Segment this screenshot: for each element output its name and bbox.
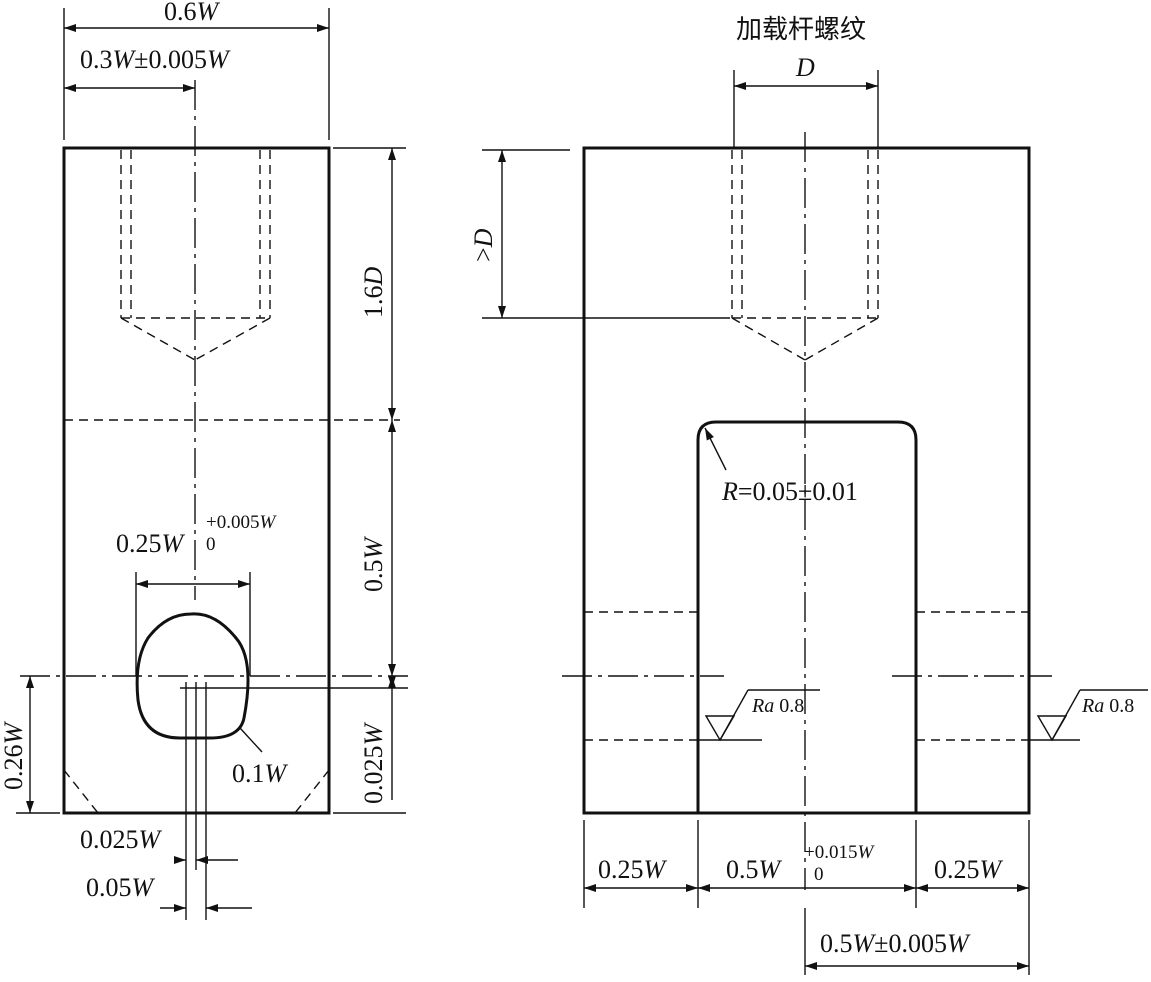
- radius-note-text: R=0.05±0.01: [721, 477, 858, 506]
- dim-slot-width-text: 0.5W: [726, 855, 783, 884]
- thread-title: 加载杆螺纹: [736, 15, 866, 45]
- radius-0.1w-text: 0.1W: [232, 759, 289, 788]
- right-threaded-hole-hidden: [731, 150, 879, 361]
- roughness-symbol-left: Ra 0.8: [704, 689, 820, 742]
- dim-side-left-text: 0.25W: [598, 855, 668, 884]
- radius-leader: [704, 427, 727, 471]
- dim-notch-width-tol-upper: +0.005W: [206, 512, 277, 533]
- right-slot-profile: [696, 420, 918, 813]
- right-view: 加载杆螺纹 D >D R=0.05±0.01: [469, 15, 1148, 975]
- dim-offset-text: 0.5W±0.005W: [820, 929, 971, 958]
- dim-0.3w-text: 0.3W±0.005W: [80, 45, 231, 74]
- dim-notch-width-text: 0.25W: [116, 529, 186, 558]
- left-threaded-hole-hidden: [120, 150, 271, 361]
- left-notch-profile: [135, 612, 250, 740]
- dim-slot-width-tol-lower: 0: [814, 864, 824, 885]
- dim-0.025w-vertical-text: 0.025W: [359, 722, 388, 805]
- svg-text:Ra 0.8: Ra 0.8: [751, 695, 804, 717]
- dim-slot-width-tol-upper: +0.015W: [804, 842, 875, 863]
- dim-1.6d-text: 1.6D: [359, 267, 388, 319]
- dim-gt-d-text: >D: [469, 228, 498, 262]
- dim-0.26w-text: 0.26W: [0, 721, 28, 791]
- left-view: 0.6W 0.3W±0.005W 1.6D 0.5W 0.025W 0.26W: [0, 0, 408, 920]
- dim-slot-0.05w-text: 0.05W: [86, 873, 156, 902]
- dim-0.5w-text: 0.5W: [359, 536, 388, 593]
- dim-side-right-text: 0.25W: [934, 855, 1004, 884]
- dim-notch-width-tol-lower: 0: [206, 534, 216, 555]
- left-chamfer-hidden: [63, 769, 99, 814]
- dim-0.6w-text: 0.6W: [164, 0, 221, 26]
- roughness-symbol-right: Ra 0.8: [1036, 689, 1148, 742]
- dim-slot-0.025w-text: 0.025W: [80, 825, 163, 854]
- radius-0.1w-leader: [239, 727, 263, 753]
- right-specimen-outline: [582, 146, 1031, 815]
- svg-text:Ra 0.8: Ra 0.8: [1081, 695, 1134, 717]
- dim-d-text: D: [795, 53, 815, 82]
